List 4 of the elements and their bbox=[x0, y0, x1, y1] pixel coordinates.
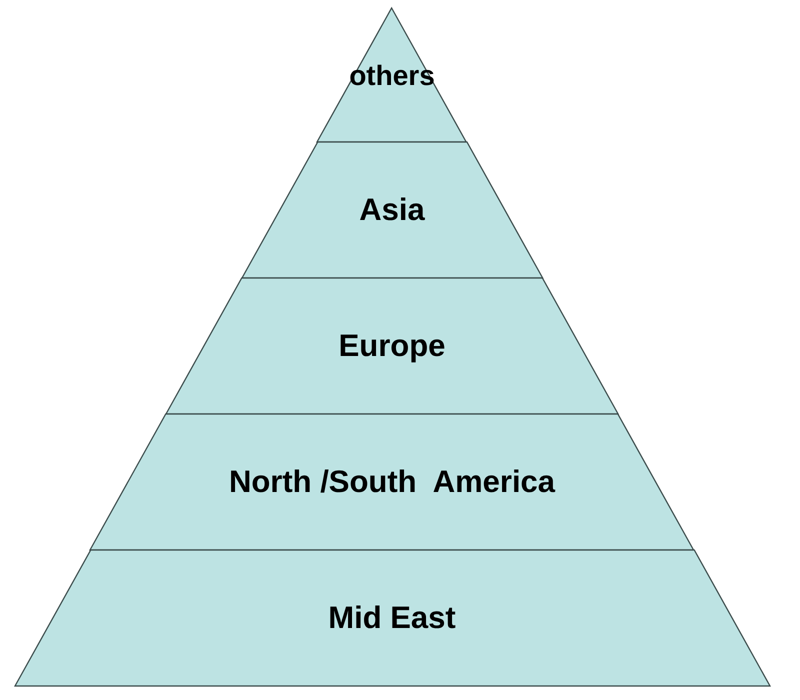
layer-label: North /South America bbox=[228, 462, 556, 501]
layer-label: Europe bbox=[338, 326, 446, 365]
layer-label: Asia bbox=[359, 190, 425, 229]
layer-label: Mid East bbox=[328, 598, 456, 637]
